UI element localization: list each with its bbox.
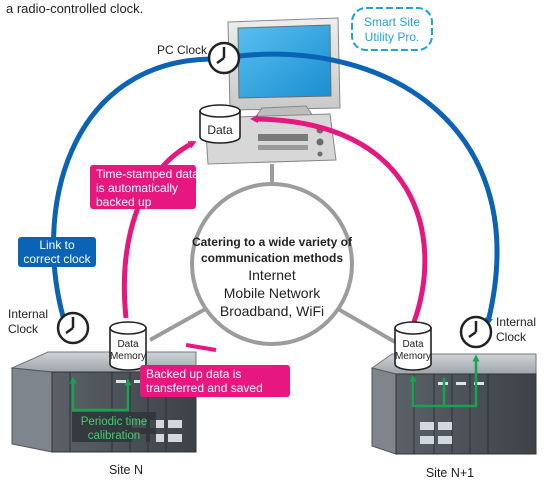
backup-connector (185, 343, 217, 352)
callout-backed-up: Backed up data is transferred and saved (140, 365, 290, 397)
blue-sync-arrow-right (238, 51, 500, 326)
calib-line1: Periodic time (81, 416, 147, 428)
site-n1-calibration-arrows (409, 354, 480, 408)
site-n1-clock-label-line2: Clock (496, 330, 527, 344)
link-line2: correct clock (23, 252, 91, 266)
site-n1-clock-icon (459, 315, 493, 349)
comm-method-broadband: Broadband, WiFi (220, 303, 324, 319)
backed-line2: transferred and saved (146, 381, 263, 395)
site-n-mem-line1: Data (117, 339, 139, 350)
site-n1-mem-line1: Data (402, 339, 424, 350)
timestamp-line1: Time-stamped data (96, 167, 199, 181)
comm-title-line1: Catering to a wide variety of (192, 235, 353, 249)
timestamp-line3: backed up (96, 195, 152, 209)
pc-computer (204, 17, 341, 165)
communication-ring: Catering to a wide variety of communicat… (190, 182, 354, 346)
comm-method-mobile: Mobile Network (224, 285, 321, 301)
pc-clock-label: PC Clock (157, 43, 208, 57)
magenta-backup-arrow-left (121, 140, 197, 319)
site-n-calibration-arrows (69, 376, 132, 412)
site-n-clock-label-line2: Clock (8, 322, 39, 336)
link-line1: Link to (39, 238, 75, 252)
site-n-mem-line2: Memory (110, 351, 146, 362)
site-n-data-memory: Data Memory (109, 321, 147, 371)
backed-line1: Backed up data is (146, 367, 241, 381)
site-n-clock-label-line1: Internal (8, 307, 48, 321)
calibration-label: Periodic time calibration (72, 412, 156, 442)
pc-clock-icon (207, 41, 241, 75)
comm-title-line2: communication methods (201, 251, 343, 265)
smart-site-utility-pro-badge: Smart Site Utility Pro. (351, 7, 433, 51)
calib-line2: calibration (88, 430, 140, 442)
site-n-name: Site N (109, 463, 143, 477)
site-n1-mem-line2: Memory (395, 351, 431, 362)
blue-sync-arrow-left (51, 56, 211, 331)
magenta-backup-arrow-right (250, 115, 428, 323)
comm-method-internet: Internet (248, 267, 296, 283)
pc-data-label: Data (207, 123, 233, 137)
site-n1-clock-label-line1: Internal (496, 315, 536, 329)
pc-data-cylinder: Data (199, 104, 241, 144)
header-caption: a radio-controlled clock. (6, 1, 143, 16)
timestamp-line2: is automatically (96, 181, 178, 195)
site-n1-rack (370, 353, 537, 455)
callout-timestamped: Time-stamped data is automatically backe… (90, 165, 199, 209)
badge-line1: Smart Site (364, 15, 420, 29)
site-n-clock-icon (56, 311, 90, 345)
site-n1-name: Site N+1 (426, 466, 474, 480)
badge-line2: Utility Pro. (365, 30, 420, 44)
site-n1-data-memory: Data Memory (394, 321, 432, 371)
callout-link-clock: Link to correct clock (18, 237, 96, 267)
